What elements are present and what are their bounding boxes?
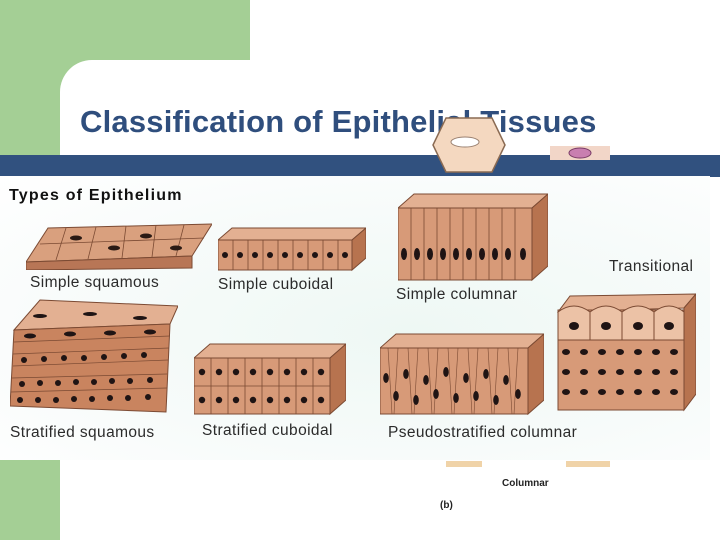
underlying-tissue-strip-left	[446, 461, 482, 467]
hexagon-cell-icon	[432, 116, 506, 174]
label-simple-cuboidal: Simple cuboidal	[218, 276, 333, 294]
underlying-panel-label: (b)	[440, 500, 453, 511]
label-simple-squamous: Simple squamous	[30, 274, 159, 292]
cell-blob-icon	[550, 140, 610, 166]
stratified-cuboidal-illustration	[194, 340, 346, 416]
transitional-illustration	[556, 290, 696, 412]
label-stratified-squamous: Stratified squamous	[10, 424, 155, 442]
label-simple-columnar: Simple columnar	[396, 286, 517, 304]
simple-squamous-illustration	[26, 222, 212, 270]
simple-cuboidal-illustration	[218, 226, 366, 272]
label-pseudostratified-columnar: Pseudostratified columnar	[388, 424, 577, 442]
pseudostratified-columnar-illustration	[380, 330, 544, 416]
underlying-caption-columnar: Columnar	[502, 478, 549, 489]
underlying-tissue-strip-right	[566, 461, 610, 467]
stratified-squamous-illustration	[10, 296, 178, 414]
figure-heading: Types of Epithelium	[9, 187, 183, 205]
slide-title: Classification of Epithelial Tissues	[80, 104, 597, 140]
label-stratified-cuboidal: Stratified cuboidal	[202, 422, 333, 440]
title-underline-bar	[0, 155, 720, 177]
simple-columnar-illustration	[398, 192, 548, 282]
label-transitional: Transitional	[609, 258, 693, 276]
